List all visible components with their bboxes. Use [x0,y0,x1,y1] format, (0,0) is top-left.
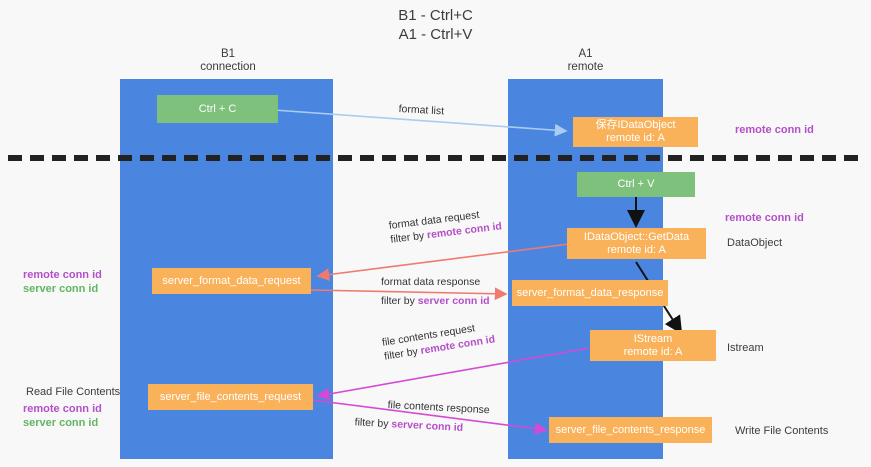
edge-fmt-resp-key: server conn id [417,295,490,307]
edge-label-file-contents-response: file contents response filter by server … [354,398,490,436]
edge-fmt-resp-line1: format data response [381,276,481,288]
box-save-idataobject-line2: remote id: A [606,132,665,144]
annotation-dataobject: DataObject [727,237,783,249]
box-server-format-data-response[interactable]: server_format_data_response [512,280,668,306]
title-line-1: B1 - Ctrl+C [398,7,473,24]
annotation-remote-conn-id-mid: remote conn id [725,212,804,224]
box-file-resp-label: server_file_contents_response [555,423,706,436]
column-header-b1: B1 connection [148,48,308,74]
box-file-req-label: server_file_contents_request [159,390,302,403]
annotation-read-file-contents: Read File Contents [26,386,121,398]
box-server-file-contents-request[interactable]: server_file_contents_request [148,384,313,410]
box-save-idataobject-line1: 保存IDataObject [595,119,676,131]
box-fmt-resp-label: server_format_data_response [516,286,664,299]
phase-divider [8,155,866,161]
arrow-format-data-request [316,242,578,281]
column-title-a1: A1 [578,48,593,60]
box-idataobject-getdata[interactable]: IDataObject::GetData remote id: A [567,228,706,259]
column-header-a1: A1 remote [508,48,663,74]
box-server-format-data-request[interactable]: server_format_data_request [152,268,311,294]
edge-label-format-list-text: format list [398,102,445,118]
edge-file-resp-prefix: filter by [354,416,392,431]
annotation-write-file-contents: Write File Contents [735,425,829,437]
diagram-title: B1 - Ctrl+C A1 - Ctrl+V [0,6,871,44]
column-title-b1: B1 [220,48,236,60]
annotation-left-remote-conn-id-mid: remote conn id [23,269,102,281]
arrow-file-contents-request [316,347,590,401]
column-subtitle-b1: connection [200,61,256,73]
box-server-file-contents-response[interactable]: server_file_contents_response [549,417,712,443]
box-ctrl-v-label: Ctrl + V [617,178,655,190]
annotation-left-server-conn-id-mid: server conn id [23,283,99,295]
box-ctrl-v[interactable]: Ctrl + V [577,172,695,197]
edge-fmt-resp-prefix: filter by [381,295,418,307]
edge-label-format-list: format list [398,102,444,118]
box-getdata-line1: IDataObject::GetData [583,230,690,243]
box-getdata-line2: remote id: A [607,243,666,256]
box-save-idataobject[interactable]: 保存IDataObject remote id: A [573,117,698,147]
box-ctrl-c[interactable]: Ctrl + C [157,95,278,123]
edge-label-format-data-response: format data response filter by server co… [381,275,490,308]
arrow-file-contents-response [311,399,548,435]
box-istream-line2: remote id: A [623,345,683,358]
edge-file-resp-key: server conn id [391,418,464,434]
annotation-left-server-conn-id-bottom: server conn id [23,417,99,429]
box-fmt-req-label: server_format_data_request [162,274,301,287]
box-istream-line1: IStream [633,332,673,345]
title-line-2: A1 - Ctrl+V [398,26,473,43]
annotation-istream: Istream [727,342,764,354]
column-subtitle-a1: remote [567,61,604,73]
arrow-format-list [273,109,568,137]
annotation-remote-conn-id-top: remote conn id [735,124,814,136]
arrow-format-data-response [309,287,508,301]
box-ctrl-c-label: Ctrl + C [198,102,237,115]
box-istream[interactable]: IStream remote id: A [590,330,716,361]
edge-fmt-resp-line2: filter by server conn id [381,294,490,308]
annotation-left-remote-conn-id-bottom: remote conn id [23,403,102,415]
